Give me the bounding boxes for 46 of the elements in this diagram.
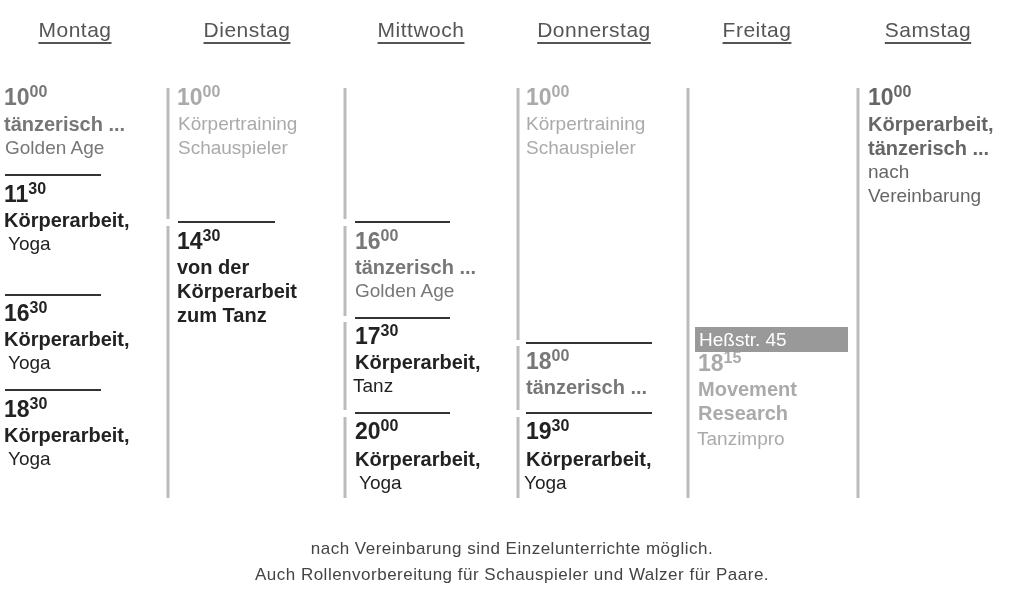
day-heading: Montag: [37, 18, 113, 42]
time: 10$^{00}$: [868, 84, 912, 110]
time: 16$^{30}$: [4, 300, 48, 326]
day-heading: Donnerstag: [536, 18, 652, 42]
course-title: Körperarbeit,: [4, 208, 130, 232]
time: 10$^{00}$: [526, 84, 570, 110]
course-title: Körperarbeit, tänzerisch ...: [868, 112, 995, 160]
time: 20$^{00}$: [355, 418, 399, 444]
course-title: Körperarbeit,: [526, 447, 652, 471]
course-title: Körperarbeit,: [4, 423, 130, 447]
time: 19$^{30}$: [526, 418, 570, 444]
course-title: von der Körperarbeit zum Tanz: [177, 255, 299, 327]
course-title: Körperarbeit,: [355, 350, 481, 374]
footnote: Auch Rollenvorbereitung für Schauspieler und Walzer für Paare.: [253, 564, 771, 586]
time: 11$^{30}$: [4, 181, 47, 207]
time: 18$^{00}$: [526, 348, 570, 374]
time: 10$^{00}$: [177, 84, 221, 110]
course-subtitle: Tanzimpro: [697, 427, 785, 451]
course-title: Körperarbeit,: [4, 327, 130, 351]
time: 18$^{30}$: [4, 396, 48, 422]
course-subtitle: Golden Age: [5, 136, 105, 160]
course-title: tänzerisch ...: [355, 255, 477, 279]
time: 10$^{00}$: [4, 84, 48, 110]
time: 16$^{00}$: [355, 228, 399, 254]
day-heading: Mittwoch: [376, 18, 466, 42]
footnote: nach Vereinbarung sind Einzelunterrichte möglich.: [309, 538, 715, 560]
course-subtitle: Yoga: [8, 351, 51, 375]
day-heading: Freitag: [721, 18, 793, 42]
course-subtitle: Golden Age: [355, 279, 455, 303]
time: 14$^{30}$: [177, 228, 221, 254]
course-title: tänzerisch ...: [4, 112, 126, 136]
address-bar: Heßstr. 45: [695, 327, 848, 352]
time: 17$^{30}$: [355, 323, 399, 349]
course-subtitle: nach Vereinbarung: [868, 160, 983, 208]
course-title: Movement Research: [698, 377, 798, 425]
course-title: Körpertraining Schauspieler: [178, 112, 299, 160]
course-subtitle: Yoga: [8, 447, 51, 471]
day-heading: Samstag: [883, 18, 973, 42]
course-title: Körpertraining Schauspieler: [526, 112, 647, 160]
course-subtitle: Tanz: [353, 374, 394, 398]
course-subtitle: Yoga: [359, 471, 402, 495]
course-subtitle: Yoga: [524, 471, 567, 495]
course-title: tänzerisch ...: [526, 375, 648, 399]
day-heading: Dienstag: [202, 18, 292, 42]
course-title: Körperarbeit,: [355, 447, 481, 471]
course-subtitle: Yoga: [8, 232, 51, 256]
